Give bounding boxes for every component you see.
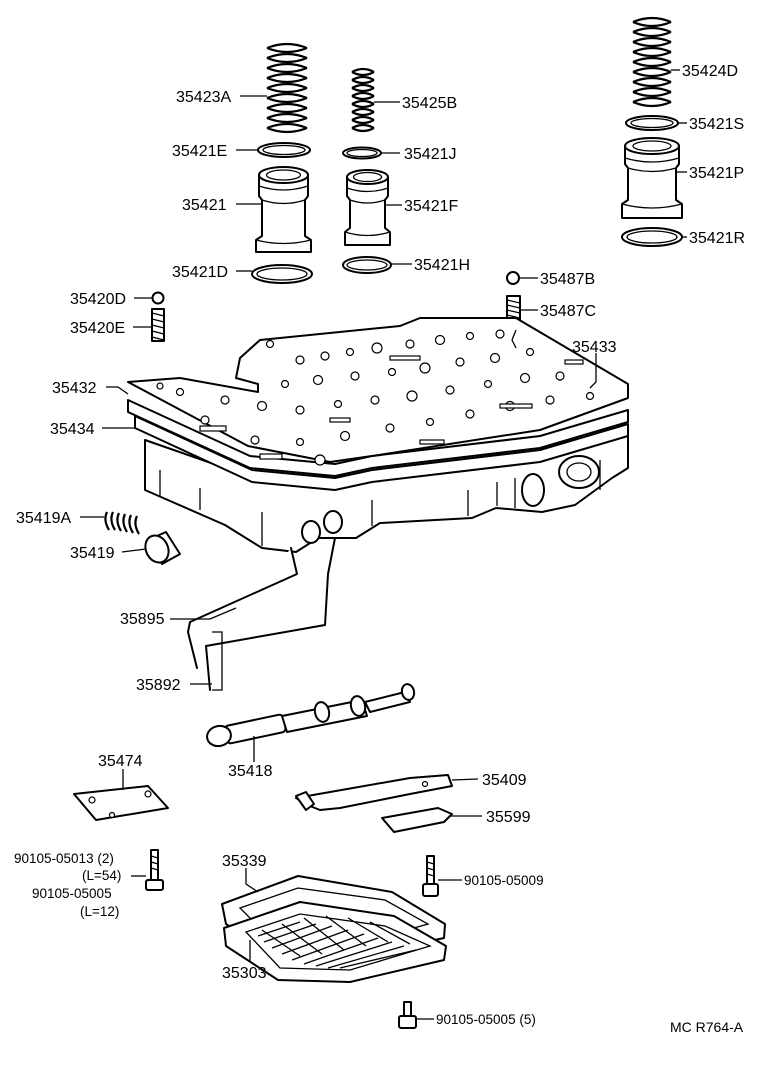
label-35409: 35409 [482,772,527,789]
label-35421E: 35421E [172,143,227,160]
label-35421S: 35421S [689,116,744,133]
detent-spring-35409 [295,774,453,811]
label-bolt-90105-05005: 90105-05005 [32,886,112,901]
label-35339: 35339 [222,853,267,870]
bolt-90105-05005-x5 [398,1001,417,1029]
label-35419: 35419 [70,545,115,562]
accumulator-piston-35421P [621,137,683,219]
label-35433: 35433 [572,339,617,356]
pin-35892 [212,631,223,691]
oil-strainer-35303 [223,901,447,983]
spring-35423A [266,42,308,134]
label-35418: 35418 [228,763,273,780]
plate-35599 [381,807,453,833]
label-bolt-length-12: (L=12) [80,904,119,919]
label-bolt-length-54: (L=54) [82,868,121,883]
label-bolt-90105-05013: 90105-05013 (2) [14,851,114,866]
bolt-90105-05013 [145,849,164,891]
label-35421J: 35421J [404,146,457,163]
spring-35419A [104,511,140,535]
diagram-reference-code: MC R764-A [670,1019,744,1035]
label-35420E: 35420E [70,320,125,337]
label-35892: 35892 [136,677,181,694]
accumulator-piston-35421 [255,166,312,253]
label-35303: 35303 [222,965,267,982]
check-ball-35420D [151,291,165,305]
label-bolt-90105-05005-x5: 90105-05005 (5) [436,1012,536,1027]
label-35419A: 35419A [16,510,71,527]
label-bolt-90105-05009: 90105-05009 [464,873,544,888]
label-35423A: 35423A [176,89,231,106]
label-35421: 35421 [182,197,227,214]
label-35421R: 35421R [689,230,745,247]
spring-35424D [632,16,672,108]
leader-lines [80,69,687,1020]
label-35434: 35434 [50,421,95,438]
wire-35895 [187,537,336,691]
spring-35420E [151,308,165,342]
label-35895: 35895 [120,611,165,628]
check-ball-35487B [506,271,520,285]
spring-35487C [506,295,521,323]
label-35474: 35474 [98,753,143,770]
label-35487B: 35487B [540,271,595,288]
label-35421D: 35421D [172,264,228,281]
spring-35425B [351,67,375,133]
label-35599: 35599 [486,809,531,826]
label-35425B: 35425B [402,95,457,112]
part-callouts: 35423A 35425B 35424D 35421S 35421E 35421… [14,63,745,1035]
manual-valve-35418 [206,683,416,748]
label-35420D: 35420D [70,291,126,308]
label-35421F: 35421F [404,198,458,215]
label-35487C: 35487C [540,303,596,320]
label-35421P: 35421P [689,165,744,182]
valve-body-assembly [127,317,629,553]
label-35432: 35432 [52,380,97,397]
label-35424D: 35424D [682,63,738,80]
label-35421H: 35421H [414,257,470,274]
plug-35419 [144,531,181,565]
cover-plate-35474 [73,785,169,821]
bolt-90105-05009 [422,855,439,897]
accumulator-piston-35421F [344,169,391,246]
plate-holes [156,329,595,466]
